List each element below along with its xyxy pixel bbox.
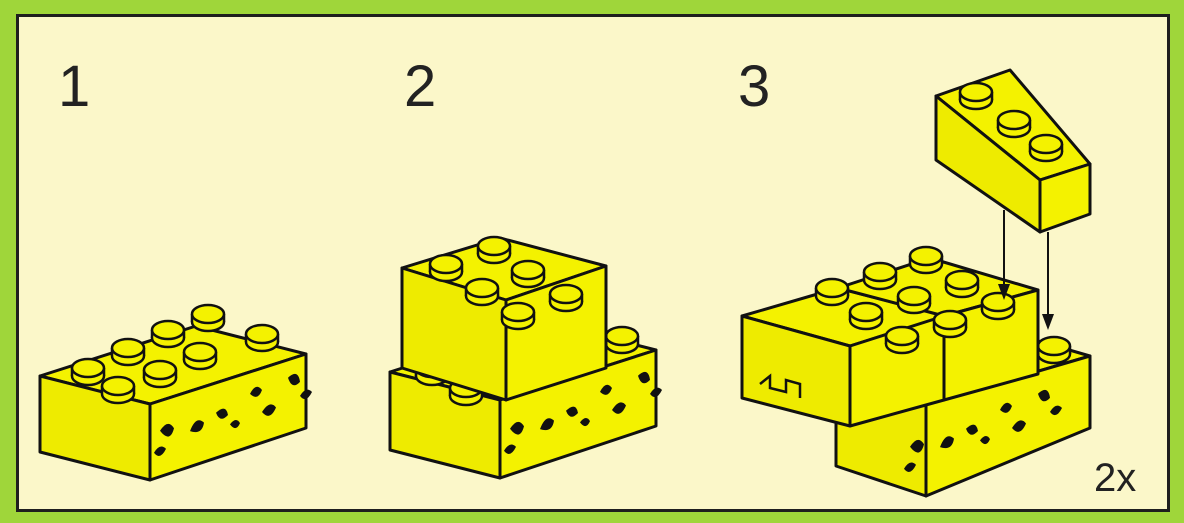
step1-brick xyxy=(40,305,312,480)
step2-bricks xyxy=(390,237,662,478)
down-arrow-icon xyxy=(1042,232,1054,330)
step3-bricks xyxy=(742,70,1090,496)
down-arrow-icon xyxy=(998,210,1010,300)
